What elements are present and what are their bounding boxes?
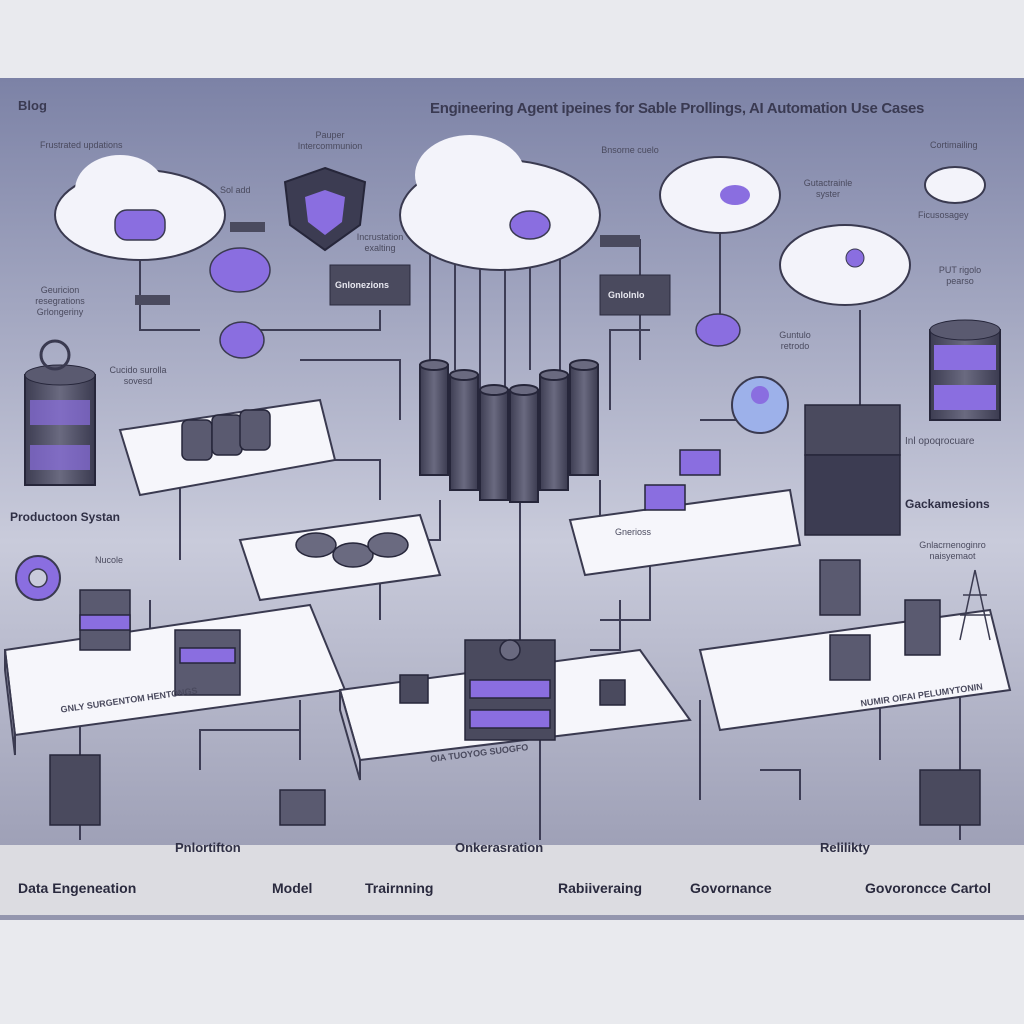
cloud-right-top — [659, 156, 781, 234]
label-bar-left: Gnlonezions — [335, 280, 389, 290]
footer-item-reliability: Rabiiveraing — [558, 880, 643, 896]
annotation-right-small-1: PUT rigolo pearso — [938, 265, 982, 286]
cloud-small-right — [924, 166, 986, 204]
database-right — [929, 319, 1001, 421]
section-label-right: Relilikty — [820, 840, 870, 855]
annotation-cloud-center: Bnsorne cuelo — [601, 145, 659, 155]
cloud-left — [54, 155, 226, 261]
server-cylinders — [419, 359, 599, 503]
cloud-center — [399, 135, 601, 271]
annotation-cloud-right-3: Ficusosagey — [918, 210, 969, 220]
production-system-label: Productoon Systan — [10, 510, 121, 524]
annotation-security: Incrustation exalting — [356, 232, 404, 253]
right-side-label: Gackamesions — [905, 497, 990, 511]
gear-icon — [15, 555, 61, 601]
cloud-right — [779, 224, 911, 306]
footer-item-governance: Govornance — [690, 880, 772, 896]
blog-label[interactable]: Blog — [18, 98, 47, 113]
annotation-right-mid: Gnlacrnenoginro naisyemaot — [919, 540, 986, 561]
section-label-center: Onkerasration — [455, 840, 544, 855]
diagram-title: Engineering Agent ipeines for Sable Prol… — [430, 100, 925, 117]
section-label-left: Pnlortifton — [175, 840, 241, 855]
platform-label-a: Gnerioss — [615, 527, 652, 537]
footer-item-training: Trairnning — [365, 880, 434, 896]
annotation-shield: Pauper Intercommunion — [297, 130, 363, 151]
annotation-small-1: Sol add — [220, 185, 251, 195]
annotation-right-small-2: Guntulo retrodo — [779, 330, 811, 351]
database-left — [24, 339, 96, 486]
annotation-mid-right: Inl opoqrocuare — [905, 436, 975, 447]
annotation-cloud-left: Geuricion resegrations Grlongeriny — [35, 285, 85, 317]
footer-item-model: Model — [272, 880, 313, 896]
annotation-cloud-right-1: Gutactrainle syster — [803, 178, 853, 199]
devices — [49, 404, 981, 826]
shield-icon — [283, 166, 367, 252]
footer-item-data-engineering: Data Engeneation — [18, 880, 137, 896]
gear-label: Nucole — [95, 555, 124, 565]
power-tower-icon — [959, 569, 991, 641]
annotation-cloud-right-2: Cortimailing — [930, 140, 978, 150]
label-bars — [135, 222, 671, 316]
annotation-top-left: Frustrated updations — [40, 140, 123, 150]
label-bar-right: Gnlolnlo — [608, 290, 645, 300]
purple-accent-icons — [209, 247, 789, 434]
annotation-left-small-1: Cucido surolla sovesd — [109, 365, 167, 386]
footer-item-governance-control: Govoroncce Cartol — [865, 880, 992, 896]
